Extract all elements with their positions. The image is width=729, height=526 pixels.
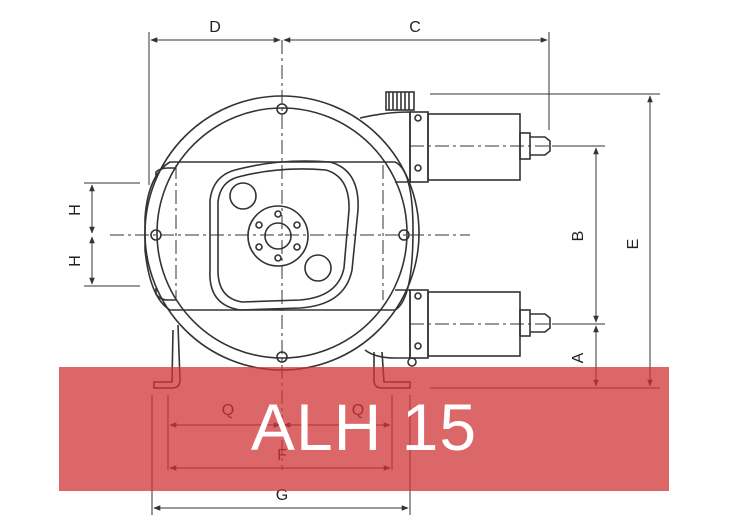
hub-bolt xyxy=(274,210,282,218)
cover-hole-upper xyxy=(229,182,257,210)
hub-bolt xyxy=(274,254,282,262)
dim-label-D: D xyxy=(209,19,221,36)
lower-hose-barb xyxy=(530,313,551,333)
dim-label-G: G xyxy=(276,487,288,504)
left-tab xyxy=(155,167,176,178)
hub-inner xyxy=(264,222,292,250)
hub-bolt xyxy=(293,221,301,229)
left-tab xyxy=(155,288,176,301)
dim-label-B: B xyxy=(570,231,587,242)
lower-valve-assembly xyxy=(364,289,551,367)
upper-hose-barb xyxy=(530,136,551,156)
hub-bolt xyxy=(293,243,301,251)
side-plate xyxy=(144,161,414,311)
cover-hole-lower xyxy=(304,254,332,282)
cover-plate xyxy=(209,160,359,311)
top-knob xyxy=(385,91,415,111)
dim-label-C: C xyxy=(409,19,421,36)
hub-bolt xyxy=(255,243,263,251)
lower-hose-fitting xyxy=(519,309,531,337)
dim-label-H-lower: H xyxy=(67,255,84,267)
title-banner: ALH 15 xyxy=(59,367,669,491)
dim-label-E: E xyxy=(625,239,642,250)
dim-label-H-upper: H xyxy=(67,204,84,216)
dim-label-A: A xyxy=(570,352,587,363)
banner-title: ALH 15 xyxy=(250,390,478,464)
cover-plate-inner xyxy=(217,168,350,303)
hub-bolt xyxy=(255,221,263,229)
hub-outer xyxy=(247,205,309,267)
upper-valve-cylinder xyxy=(427,113,521,181)
